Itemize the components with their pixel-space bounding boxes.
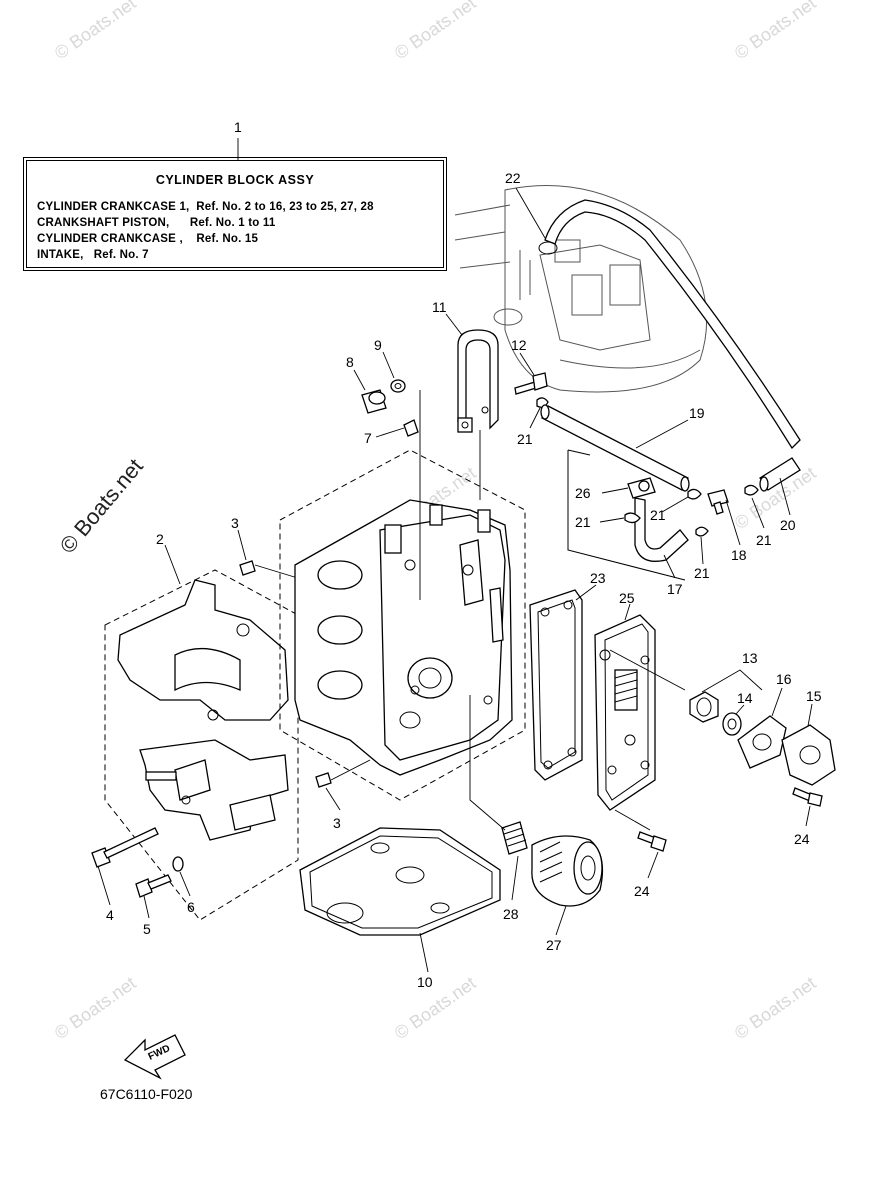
part-7-fitting <box>403 419 419 437</box>
callout-20: 20 <box>780 517 796 533</box>
part-14-seal <box>722 712 742 736</box>
part-16-gasket <box>737 715 787 769</box>
part-20-hose <box>759 457 801 492</box>
part-10-gasket <box>299 827 501 936</box>
part-22-hose <box>538 199 801 450</box>
reference-line-1: CYLINDER CRANKCASE 1, Ref. No. 2 to 16, … <box>37 201 374 213</box>
part-27-oil-filter <box>531 835 604 907</box>
part-11-bracket <box>457 329 499 433</box>
part-19-tube <box>540 404 690 492</box>
callout-15: 15 <box>806 688 822 704</box>
part-8-plug <box>361 389 387 414</box>
callout-8: 8 <box>346 354 354 370</box>
part-21-clips <box>624 484 759 537</box>
callout-16: 16 <box>776 671 792 687</box>
callout-9: 9 <box>374 337 382 353</box>
watermark-top-left: © Boats.net <box>51 0 140 63</box>
callout-26: 26 <box>575 485 591 501</box>
callout-10: 10 <box>417 974 433 990</box>
callout-13: 13 <box>742 650 758 666</box>
reference-box: CYLINDER BLOCK ASSY CYLINDER CRANKCASE 1… <box>23 157 447 271</box>
watermark-bottom-right: © Boats.net <box>731 973 820 1043</box>
callout-22: 22 <box>505 170 521 186</box>
callout-2: 2 <box>156 531 164 547</box>
part-9-washer <box>390 379 406 393</box>
reference-title: CYLINDER BLOCK ASSY <box>155 173 315 187</box>
callout-7: 7 <box>364 430 372 446</box>
part-24-bolts <box>637 787 823 852</box>
callout-23: 23 <box>590 570 606 586</box>
main-cylinder-block <box>279 449 526 801</box>
part-23-gasket <box>529 589 583 781</box>
callout-3-a: 3 <box>231 515 239 531</box>
callout-21-e: 21 <box>756 532 772 548</box>
fwd-arrow: FWD <box>123 1034 186 1080</box>
part-17-elbow-hose <box>634 497 689 562</box>
part-2-crankcase <box>104 569 299 921</box>
diagram-code: 67C6110-F020 <box>100 1086 193 1102</box>
callout-4: 4 <box>106 907 114 923</box>
reference-line-2: CRANKSHAFT PISTON, Ref. No. 1 to 11 <box>37 217 276 229</box>
callout-6: 6 <box>187 899 195 915</box>
callout-24-b: 24 <box>634 883 650 899</box>
reference-line-3: CYLINDER CRANKCASE , Ref. No. 15 <box>37 233 259 245</box>
callout-17: 17 <box>667 581 683 597</box>
callout-18: 18 <box>731 547 747 563</box>
callout-24-a: 24 <box>794 831 810 847</box>
watermark-bottom-left: © Boats.net <box>51 973 140 1043</box>
callout-21-b: 21 <box>575 514 591 530</box>
reference-line-4: INTAKE, Ref. No. 7 <box>37 249 149 261</box>
callout-5: 5 <box>143 921 151 937</box>
part-26-tee <box>627 477 656 499</box>
watermark-top-right: © Boats.net <box>731 0 820 63</box>
part-12-bolt <box>514 372 549 408</box>
part-5-bolt <box>135 874 172 898</box>
group-bracket-17 <box>567 450 686 581</box>
part-15-cover <box>781 724 836 786</box>
part-28-strainer <box>501 821 528 855</box>
callout-12: 12 <box>511 337 527 353</box>
callout-21-d: 21 <box>694 565 710 581</box>
part-6-washer <box>172 856 184 872</box>
part-13-thermostat <box>689 691 719 723</box>
callout-19: 19 <box>689 405 705 421</box>
callout-25: 25 <box>619 590 635 606</box>
watermark-main: © Boats.net <box>55 454 148 558</box>
part-4-bolt <box>91 827 159 868</box>
watermark-bottom-center: © Boats.net <box>391 973 480 1043</box>
callout-21-a: 21 <box>517 431 533 447</box>
callout-1: 1 <box>234 119 242 135</box>
part-25-cover <box>594 614 656 811</box>
callout-14: 14 <box>737 690 753 706</box>
callout-3-b: 3 <box>333 815 341 831</box>
callout-21-c: 21 <box>650 507 666 523</box>
part-18-fitting <box>707 489 729 515</box>
part-3-dowel-pins <box>239 560 332 788</box>
callout-11: 11 <box>432 299 447 315</box>
callout-27: 27 <box>546 937 562 953</box>
callout-28: 28 <box>503 906 519 922</box>
watermark-top-center: © Boats.net <box>391 0 480 63</box>
